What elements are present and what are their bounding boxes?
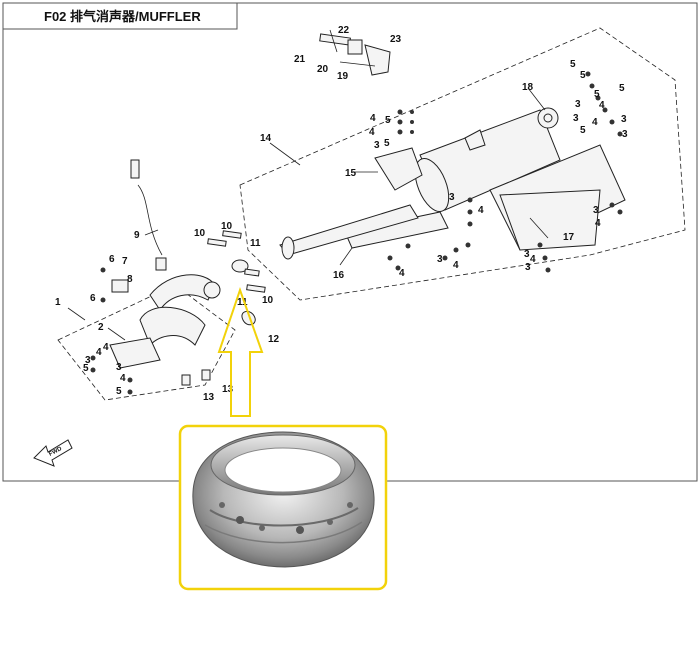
callout-20: 20 [317,64,329,75]
fasteners [90,71,623,395]
callout-4i: 4 [399,268,405,279]
callout-10b: 10 [221,221,233,232]
callout-3k: 3 [85,355,91,366]
callout-4k: 4 [103,342,109,353]
callout-5d: 5 [619,83,625,94]
heat-shield-upper [374,147,423,191]
callout-4j: 4 [96,347,102,358]
callout-3e: 3 [374,140,380,151]
callout-13a: 13 [222,384,234,395]
callout-5f: 5 [384,138,390,149]
oxygen-sensor [130,159,167,271]
callout-15: 15 [345,168,357,179]
callout-18: 18 [522,82,534,93]
callout-2: 2 [98,322,104,333]
callout-6b: 6 [90,293,96,304]
callout-labels: 22 23 21 20 19 18 5 5 5 5 5 5 5 3 3 3 3 … [55,25,628,403]
bolt-13a [181,374,191,386]
callout-3a: 3 [575,99,581,110]
spring-10a [207,238,227,247]
callout-5i: 5 [116,386,122,397]
gasket-ring [231,259,249,273]
callout-4l: 4 [120,373,126,384]
spring-10b [222,230,242,239]
callout-4c: 4 [599,100,605,111]
leader-lines [67,87,549,341]
callout-5b: 5 [580,70,586,81]
callout-4f: 4 [595,218,601,229]
callout-10c: 10 [262,295,274,306]
callout-5h: 5 [83,363,89,374]
callout-10a: 10 [194,228,206,239]
callout-3h: 3 [524,249,530,260]
title-box [2,2,238,30]
callout-8: 8 [127,274,133,285]
callout-4h: 4 [453,260,459,271]
callout-12: 12 [268,334,280,345]
callout-4d: 4 [592,117,598,128]
callout-4e: 4 [478,205,484,216]
callout-9: 9 [134,230,140,241]
highlight-arrow [217,286,264,417]
callout-3g: 3 [593,205,599,216]
callout-3f: 3 [449,192,455,203]
callout-11a: 11 [250,238,261,249]
callout-3l: 3 [116,362,122,373]
callout-1: 1 [55,297,61,308]
callout-3j: 3 [437,254,443,265]
callout-17: 17 [563,232,575,243]
callout-4b: 4 [370,113,376,124]
callout-5a: 5 [570,59,576,70]
callout-3i: 3 [525,262,531,273]
exhaust-gasket-ring-photo [192,431,375,568]
spring-10d [244,268,260,277]
callout-5e: 5 [385,115,391,126]
forward-arrow-icon: FWD [33,439,73,467]
callout-19: 19 [337,71,349,82]
diagram-title: F02 排气消声器/MUFFLER [44,9,201,24]
callout-3b: 3 [573,113,579,124]
callout-16: 16 [333,270,345,281]
callout-14: 14 [260,133,272,144]
callout-4a: 4 [369,127,375,138]
header-pipe [109,274,221,369]
muffler-group-outline [239,27,686,301]
callout-3c: 3 [621,114,627,125]
bracket-parts [319,29,391,76]
muffler-body [414,107,626,251]
bolt-13b [201,369,211,381]
callout-5g: 5 [580,125,586,136]
callout-7: 7 [122,256,128,267]
callout-5c: 5 [594,89,600,100]
callout-6a: 6 [109,254,115,265]
callout-22: 22 [338,25,350,36]
callout-23: 23 [390,34,402,45]
spring-10c [246,284,266,293]
callout-11b: 11 [237,297,248,308]
callout-3d: 3 [622,129,628,140]
callout-4g: 4 [530,254,536,265]
callout-13b: 13 [203,392,215,403]
callout-21: 21 [294,54,306,65]
